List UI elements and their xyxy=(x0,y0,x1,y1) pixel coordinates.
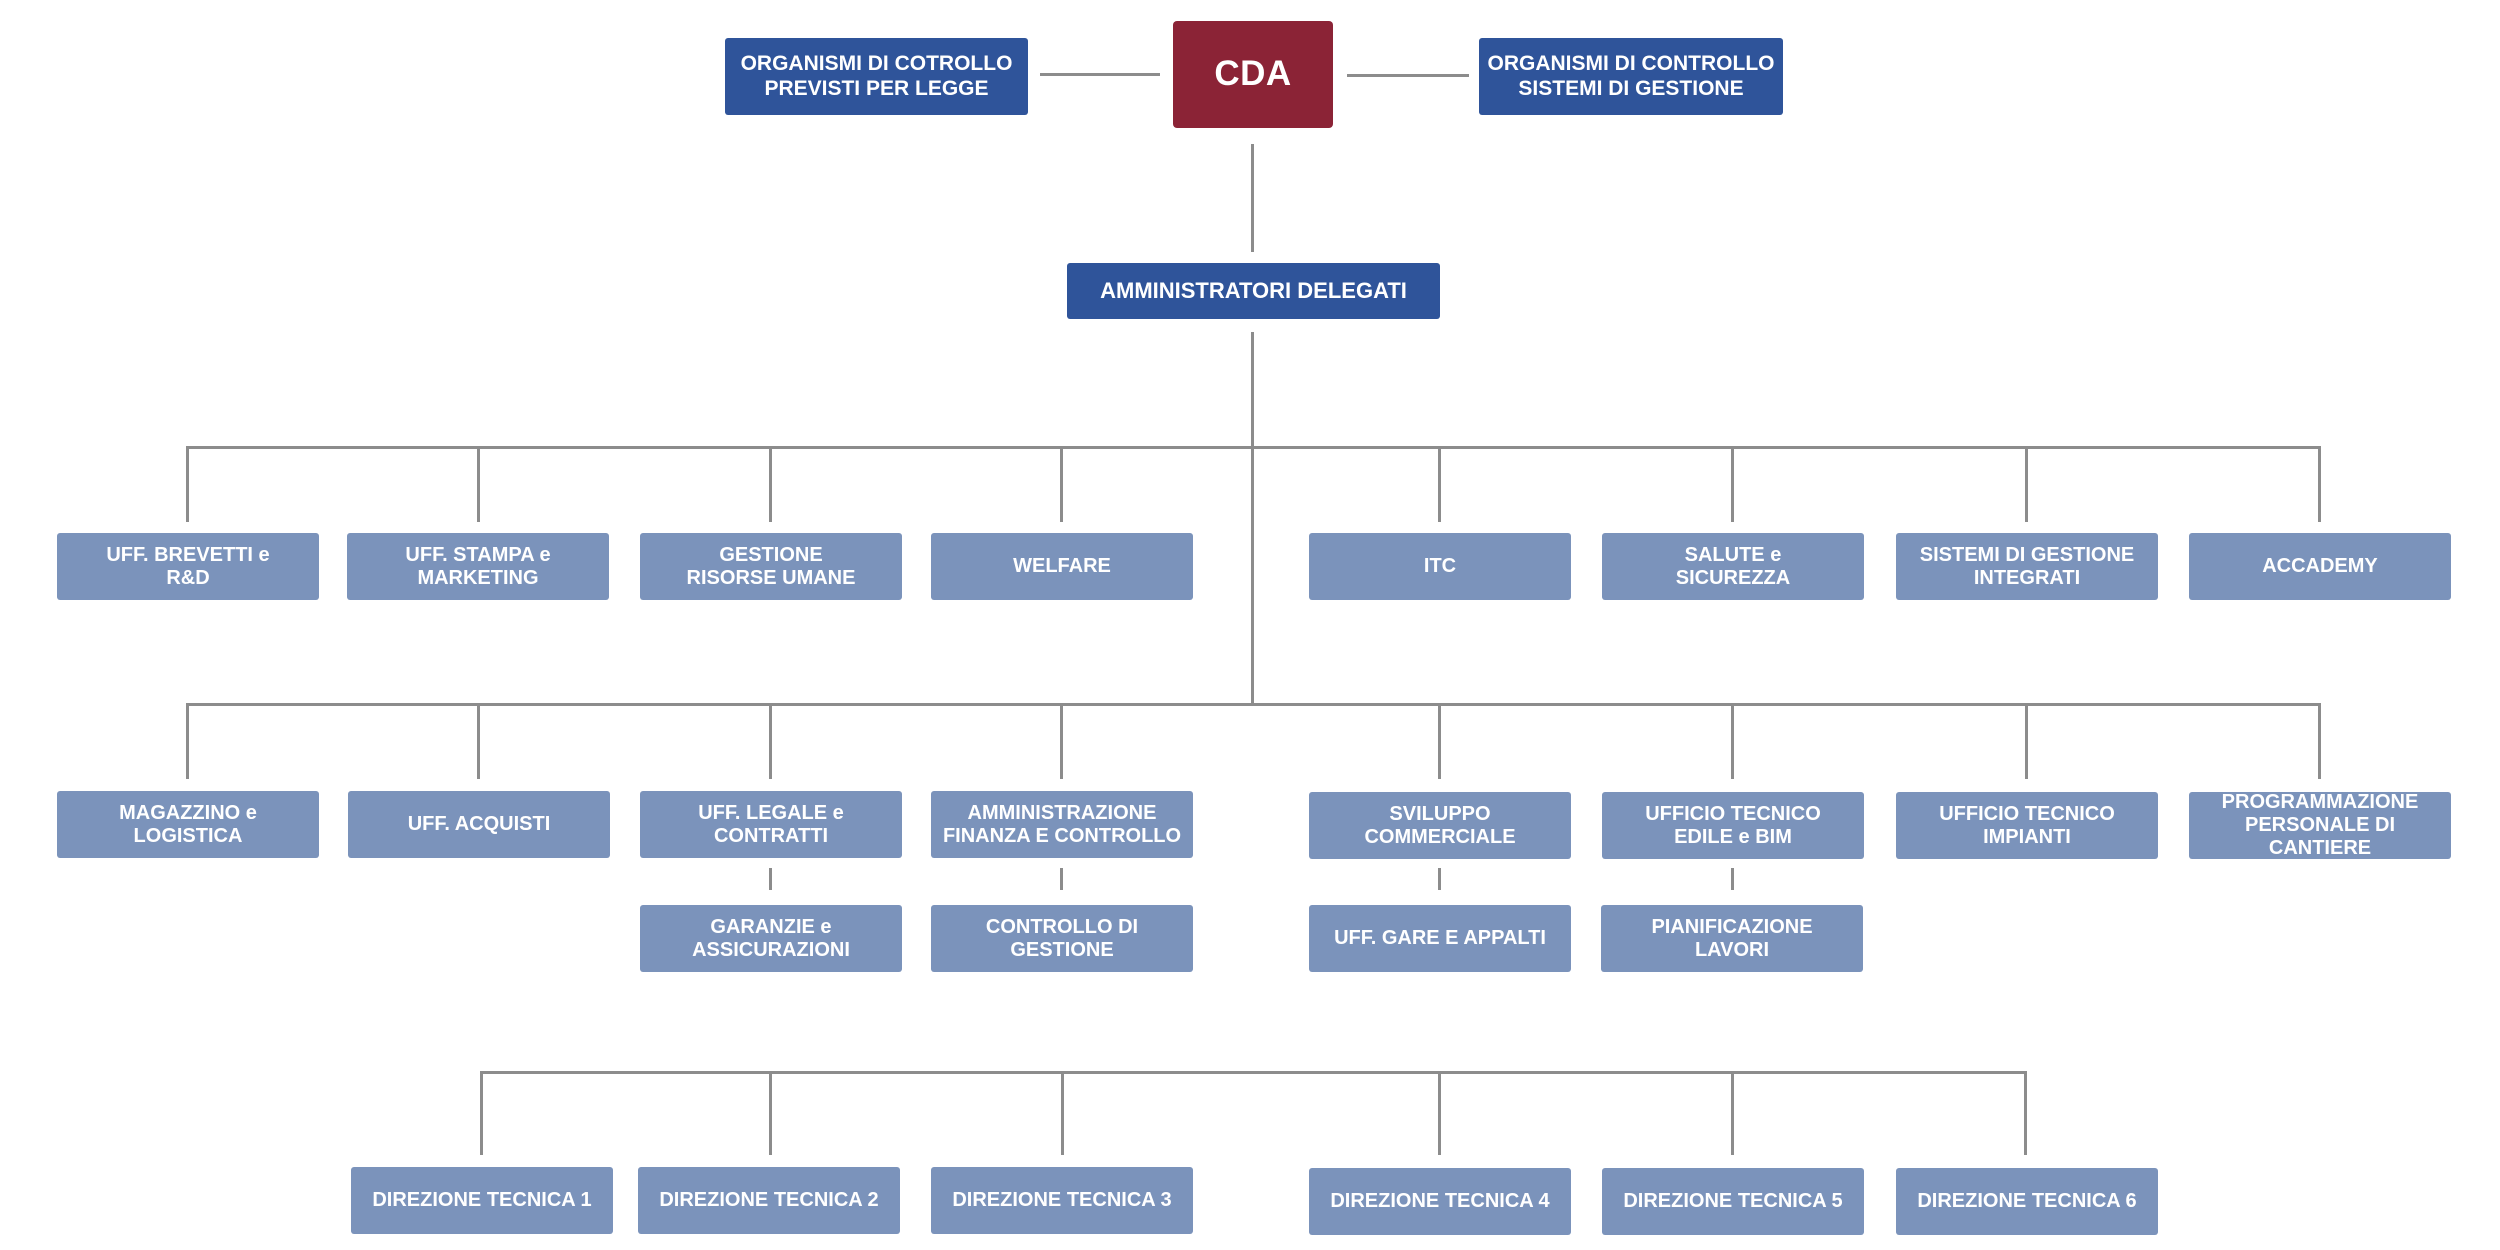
node-risorse-umane: GESTIONE RISORSE UMANE xyxy=(640,533,902,600)
node-direzione-tecnica-5: DIREZIONE TECNICA 5 xyxy=(1602,1168,1864,1235)
node-organismi-controllo-gestione: ORGANISMI DI CONTROLLO SISTEMI DI GESTIO… xyxy=(1479,38,1783,115)
node-accademy: ACCADEMY xyxy=(2189,533,2451,600)
connector-line xyxy=(186,446,189,522)
connector-line xyxy=(1060,446,1063,522)
connector-line xyxy=(2318,703,2321,779)
connector-line xyxy=(477,446,480,522)
connector-line xyxy=(1347,74,1469,77)
connector-line xyxy=(480,1071,483,1155)
node-uff-legale: UFF. LEGALE e CONTRATTI xyxy=(640,791,902,858)
connector-line xyxy=(1438,868,1441,890)
node-programmazione: PROGRAMMAZIONE PERSONALE DI CANTIERE xyxy=(2189,791,2451,859)
connector-line xyxy=(1731,1071,1734,1155)
node-uff-brevetti: UFF. BREVETTI e R&D xyxy=(57,533,319,600)
node-ufficio-tecnico-edile: UFFICIO TECNICO EDILE e BIM xyxy=(1602,792,1864,859)
node-ufficio-tecnico-impianti: UFFICIO TECNICO IMPIANTI xyxy=(1896,792,2158,859)
node-cda: CDA xyxy=(1173,21,1333,128)
connector-line xyxy=(1251,144,1254,252)
node-salute-sicurezza: SALUTE e SICUREZZA xyxy=(1602,533,1864,600)
node-pianificazione: PIANIFICAZIONE LAVORI xyxy=(1601,905,1863,972)
connector-line xyxy=(477,703,480,779)
connector-line xyxy=(1438,446,1441,522)
connector-line xyxy=(1251,332,1254,705)
connector-line xyxy=(480,1071,2026,1074)
connector-line xyxy=(1061,1071,1064,1155)
node-magazzino: MAGAZZINO e LOGISTICA xyxy=(57,791,319,858)
node-sistemi-gestione: SISTEMI DI GESTIONE INTEGRATI xyxy=(1896,533,2158,600)
node-direzione-tecnica-1: DIREZIONE TECNICA 1 xyxy=(351,1167,613,1234)
connector-line xyxy=(2318,446,2321,522)
connector-line xyxy=(186,446,2321,449)
node-organismi-controllo-legge: ORGANISMI DI COTROLLO PREVISTI PER LEGGE xyxy=(725,38,1028,115)
connector-line xyxy=(1731,446,1734,522)
node-garanzie: GARANZIE e ASSICURAZIONI xyxy=(640,905,902,972)
node-sviluppo-commerciale: SVILUPPO COMMERCIALE xyxy=(1309,792,1571,859)
node-uff-stampa: UFF. STAMPA e MARKETING xyxy=(347,533,609,600)
connector-line xyxy=(1040,73,1160,76)
connector-line xyxy=(1438,703,1441,779)
connector-line xyxy=(769,703,772,779)
connector-line xyxy=(186,703,189,779)
connector-line xyxy=(186,703,2321,706)
node-amministrazione: AMMINISTRAZIONE FINANZA E CONTROLLO xyxy=(931,791,1193,858)
node-direzione-tecnica-6: DIREZIONE TECNICA 6 xyxy=(1896,1168,2158,1235)
node-uff-acquisti: UFF. ACQUISTI xyxy=(348,791,610,858)
connector-line xyxy=(769,1071,772,1155)
node-direzione-tecnica-2: DIREZIONE TECNICA 2 xyxy=(638,1167,900,1234)
node-amministratori-delegati: AMMINISTRATORI DELEGATI xyxy=(1067,263,1440,319)
node-controllo-gestione: CONTROLLO DI GESTIONE xyxy=(931,905,1193,972)
connector-line xyxy=(2024,1071,2027,1155)
connector-line xyxy=(2025,446,2028,522)
connector-line xyxy=(1060,868,1063,890)
connector-line xyxy=(1438,1071,1441,1155)
connector-line xyxy=(1060,703,1063,779)
connector-line xyxy=(2025,703,2028,779)
connector-line xyxy=(1731,703,1734,779)
node-itc: ITC xyxy=(1309,533,1571,600)
connector-line xyxy=(1731,868,1734,890)
node-uff-gare: UFF. GARE E APPALTI xyxy=(1309,905,1571,972)
node-welfare: WELFARE xyxy=(931,533,1193,600)
node-direzione-tecnica-3: DIREZIONE TECNICA 3 xyxy=(931,1167,1193,1234)
connector-line xyxy=(769,446,772,522)
connector-line xyxy=(769,868,772,890)
node-direzione-tecnica-4: DIREZIONE TECNICA 4 xyxy=(1309,1168,1571,1235)
